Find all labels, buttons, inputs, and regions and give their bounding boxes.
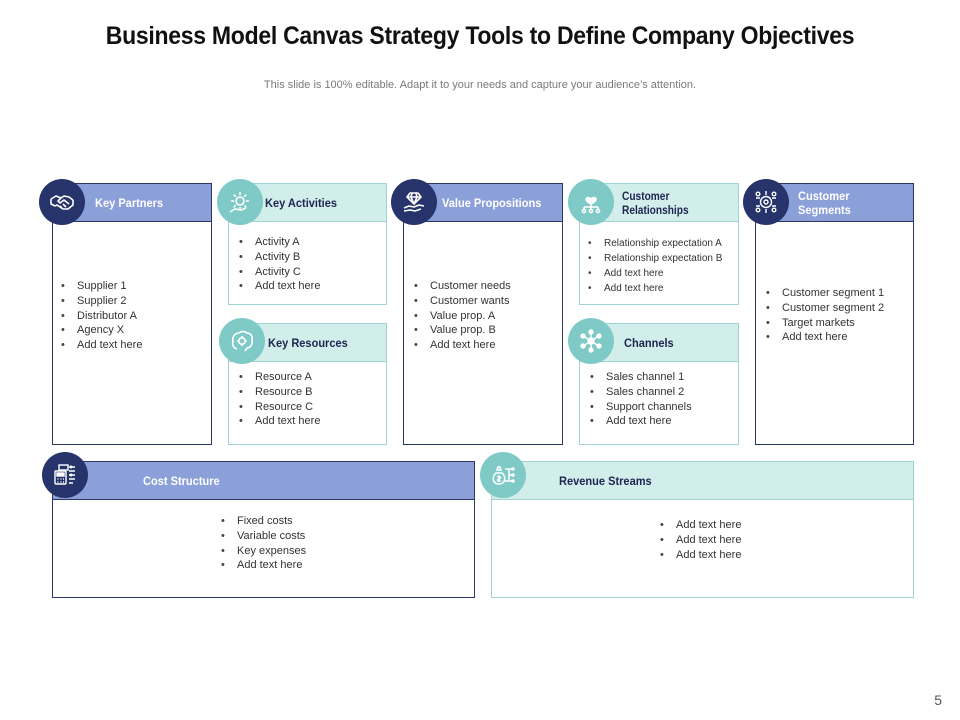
cost-structure-block: Cost Structure Fixed costsVariable costs… xyxy=(52,461,475,598)
heart-network-icon xyxy=(568,179,614,225)
customer-relationships-label-line2: Relationships xyxy=(622,202,689,217)
list-item: Resource C xyxy=(237,400,320,415)
key-partners-block: Key Partners Supplier 1Supplier 2Distrib… xyxy=(52,183,212,445)
list-item: Resource B xyxy=(237,385,320,400)
customer-relationships-list: Relationship expectation ARelationship e… xyxy=(586,236,722,296)
list-item: Add text here xyxy=(658,533,741,548)
customer-segments-block: Customer Segments Customer segment 1Cust… xyxy=(755,183,914,445)
handshake-icon xyxy=(39,179,85,225)
value-propositions-block: Value Propositions Customer needsCustome… xyxy=(403,183,563,445)
list-item: Customer needs xyxy=(412,279,511,294)
cost-structure-label: Cost Structure xyxy=(143,473,220,488)
key-activities-label: Key Activities xyxy=(265,195,338,210)
key-resources-list: Resource AResource BResource CAdd text h… xyxy=(237,370,320,429)
customer-relationships-label: Customer Relationships xyxy=(622,189,694,217)
list-item: Supplier 2 xyxy=(59,294,142,309)
revenue-streams-label: Revenue Streams xyxy=(559,473,652,488)
list-item: Agency X xyxy=(59,323,142,338)
list-item: Add text here xyxy=(412,338,511,353)
slide-subtitle: This slide is 100% editable. Adapt it to… xyxy=(263,79,697,91)
cost-structure-list: Fixed costsVariable costsKey expensesAdd… xyxy=(219,514,306,573)
target-people-icon xyxy=(743,179,789,225)
key-partners-list: Supplier 1Supplier 2Distributor AAgency … xyxy=(59,279,142,353)
list-item: Fixed costs xyxy=(219,514,306,529)
value-propositions-list: Customer needsCustomer wantsValue prop. … xyxy=(412,279,511,353)
list-item: Distributor A xyxy=(59,309,142,324)
list-item: Add text here xyxy=(237,414,320,429)
network-nodes-icon xyxy=(568,318,614,364)
revenue-streams-list: Add text hereAdd text hereAdd text here xyxy=(658,518,741,562)
brain-gear-icon xyxy=(219,318,265,364)
list-item: Sales channel 1 xyxy=(588,370,692,385)
calculator-chart-icon xyxy=(42,452,88,498)
list-item: Value prop. A xyxy=(412,309,511,324)
customer-segments-list: Customer segment 1Customer segment 2Targ… xyxy=(764,286,884,345)
list-item: Relationship expectation B xyxy=(586,251,722,266)
list-item: Sales channel 2 xyxy=(588,385,692,400)
channels-list: Sales channel 1Sales channel 2Support ch… xyxy=(588,370,692,429)
list-item: Relationship expectation A xyxy=(586,236,722,251)
key-activities-list: Activity AActivity BActivity CAdd text h… xyxy=(237,235,320,294)
list-item: Add text here xyxy=(658,518,741,533)
list-item: Add text here xyxy=(219,558,306,573)
value-propositions-label: Value Propositions xyxy=(442,195,542,210)
key-partners-label: Key Partners xyxy=(95,195,164,210)
cost-structure-header: Cost Structure xyxy=(53,462,474,500)
hand-diamond-icon xyxy=(391,179,437,225)
key-resources-block: Key Resources Resource AResource BResour… xyxy=(228,323,387,445)
revenue-streams-block: Revenue Streams Add text hereAdd text he… xyxy=(491,461,914,598)
list-item: Add text here xyxy=(658,548,741,563)
key-resources-label: Key Resources xyxy=(268,335,348,350)
list-item: Activity A xyxy=(237,235,320,250)
list-item: Activity B xyxy=(237,250,320,265)
list-item: Add text here xyxy=(59,338,142,353)
list-item: Value prop. B xyxy=(412,323,511,338)
customer-segments-label: Customer Segments xyxy=(798,188,851,217)
money-bag-icon xyxy=(480,452,526,498)
gear-hand-icon xyxy=(217,179,263,225)
list-item: Supplier 1 xyxy=(59,279,142,294)
channels-block: Channels Sales channel 1Sales channel 2S… xyxy=(579,323,739,445)
list-item: Add text here xyxy=(586,266,722,281)
list-item: Support channels xyxy=(588,400,692,415)
list-item: Add text here xyxy=(237,279,320,294)
page-number: 5 xyxy=(934,692,942,708)
list-item: Customer wants xyxy=(412,294,511,309)
channels-label: Channels xyxy=(624,335,674,350)
list-item: Add text here xyxy=(586,281,722,296)
list-item: Customer segment 1 xyxy=(764,286,884,301)
slide-title: Business Model Canvas Strategy Tools to … xyxy=(105,22,855,50)
list-item: Resource A xyxy=(237,370,320,385)
list-item: Target markets xyxy=(764,316,884,331)
list-item: Add text here xyxy=(588,414,692,429)
list-item: Customer segment 2 xyxy=(764,301,884,316)
revenue-streams-header: Revenue Streams xyxy=(492,462,913,500)
list-item: Variable costs xyxy=(219,529,306,544)
list-item: Add text here xyxy=(764,330,884,345)
customer-relationships-label-line1: Customer xyxy=(622,188,670,203)
list-item: Key expenses xyxy=(219,544,306,559)
list-item: Activity C xyxy=(237,265,320,280)
